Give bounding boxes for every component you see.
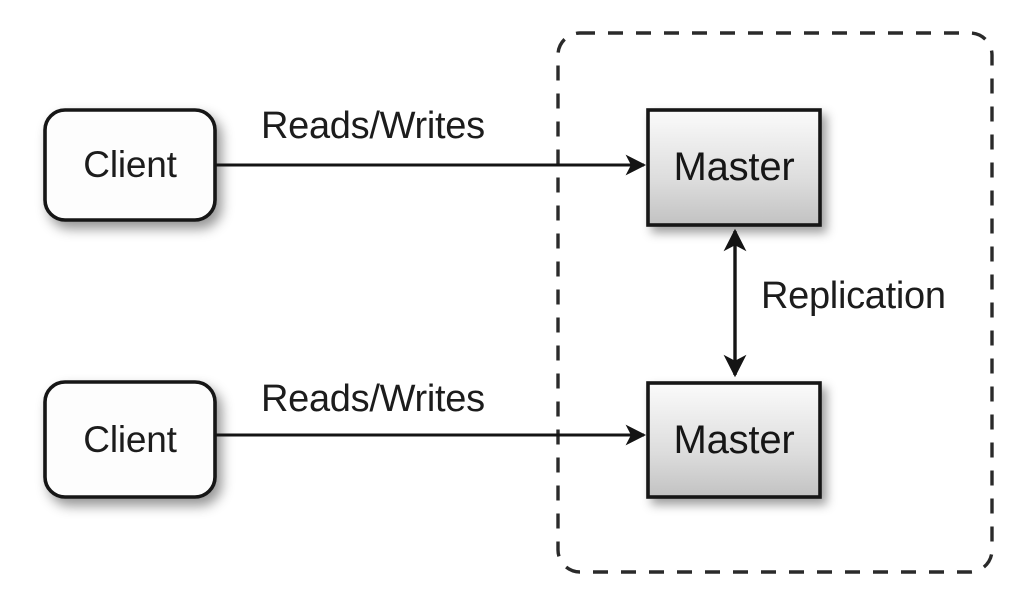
node-client-top[interactable] bbox=[43, 108, 217, 222]
node-master-top[interactable] bbox=[646, 108, 822, 227]
edge-label-replication: Replication bbox=[761, 275, 946, 317]
node-client-bottom[interactable] bbox=[43, 380, 217, 499]
edge-label-reads-writes-top: Reads/Writes bbox=[261, 105, 485, 147]
replication-cluster-boundary bbox=[556, 31, 994, 574]
node-master-bottom[interactable] bbox=[646, 381, 822, 499]
edge-label-reads-writes-bottom: Reads/Writes bbox=[261, 378, 485, 420]
